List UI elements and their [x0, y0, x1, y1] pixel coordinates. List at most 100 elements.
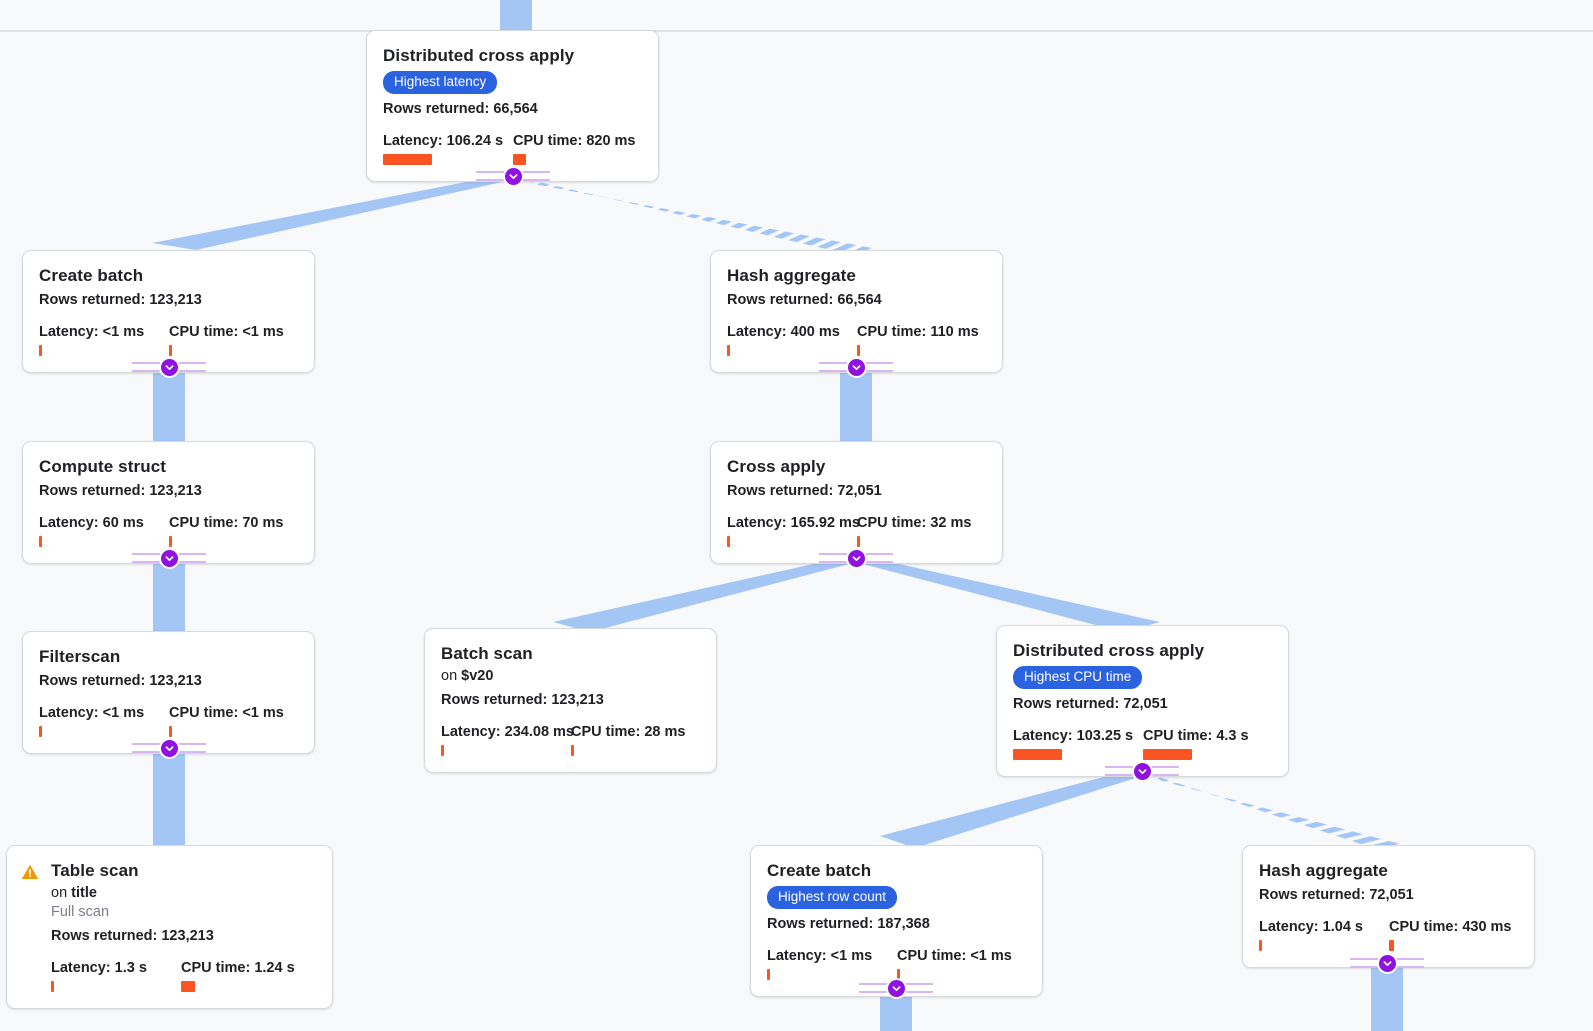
plan-node-title: Distributed cross apply [1013, 641, 1205, 660]
plan-node-title: Batch scan [441, 644, 533, 663]
latency-bar [383, 154, 433, 165]
edge-root-to-n1 [500, 0, 532, 32]
latency-bar [727, 345, 731, 356]
cpu-label: CPU time: <1 ms [897, 948, 1012, 964]
latency-bar [1259, 940, 1263, 951]
edge-n8-to-n10 [880, 771, 1158, 848]
cpu-label: CPU time: 32 ms [857, 515, 972, 531]
collapse-toggle[interactable] [1350, 952, 1424, 974]
cpu-bar [169, 536, 173, 547]
plan-node-rows: Rows returned: 123,213 [51, 928, 214, 944]
latency-label: Latency: 103.25 s [1013, 728, 1134, 744]
plan-node-badge: Highest CPU time [1013, 666, 1143, 689]
latency-metric: Latency: 234.08 ms [441, 723, 574, 756]
collapse-toggle[interactable] [859, 977, 933, 999]
plan-node-rows: Rows returned: 72,051 [1259, 887, 1414, 903]
chevron-down-icon[interactable] [158, 356, 180, 378]
plan-node-rows: Rows returned: 123,213 [441, 692, 604, 708]
chevron-down-icon[interactable] [158, 547, 180, 569]
chevron-down-icon[interactable] [845, 356, 867, 378]
cpu-metric: CPU time: 28 ms [571, 723, 701, 756]
plan-node-title: Create batch [39, 266, 144, 285]
plan-node-metrics: Latency: 103.25 s CPU time: 4.3 s [1013, 727, 1272, 760]
cpu-metric: CPU time: 32 ms [857, 514, 987, 547]
cpu-metric: CPU time: 110 ms [857, 323, 987, 356]
cpu-metric: CPU time: <1 ms [169, 323, 299, 356]
latency-label: Latency: 106.24 s [383, 133, 504, 149]
cpu-label: CPU time: 4.3 s [1143, 728, 1249, 744]
latency-bar [39, 726, 43, 737]
cpu-bar [181, 981, 196, 992]
plan-node-target: on $v20 [441, 668, 494, 684]
chevron-down-icon[interactable] [158, 737, 180, 759]
collapse-toggle[interactable] [1105, 760, 1179, 782]
latency-metric: Latency: 1.04 s [1259, 918, 1389, 951]
collapse-toggle[interactable] [132, 737, 206, 759]
cpu-label: CPU time: <1 ms [169, 705, 284, 721]
plan-node-title: Compute struct [39, 457, 167, 476]
latency-metric: Latency: 400 ms [727, 323, 857, 356]
collapse-toggle[interactable] [476, 165, 550, 187]
plan-node-title: Cross apply [727, 457, 826, 476]
latency-metric: Latency: 60 ms [39, 514, 169, 547]
latency-label: Latency: <1 ms [39, 705, 145, 721]
collapse-toggle[interactable] [132, 356, 206, 378]
latency-metric: Latency: <1 ms [39, 323, 169, 356]
latency-label: Latency: 234.08 ms [441, 724, 574, 740]
chevron-down-icon[interactable] [502, 165, 524, 187]
latency-label: Latency: 60 ms [39, 515, 144, 531]
chevron-down-icon[interactable] [845, 547, 867, 569]
collapse-toggle[interactable] [132, 547, 206, 569]
chevron-down-icon[interactable] [1131, 760, 1153, 782]
cpu-bar [169, 345, 173, 356]
cpu-label: CPU time: <1 ms [169, 324, 284, 340]
plan-node-rows: Rows returned: 123,213 [39, 483, 202, 499]
chevron-down-icon[interactable] [885, 977, 907, 999]
latency-label: Latency: 400 ms [727, 324, 840, 340]
plan-node-rows: Rows returned: 66,564 [727, 292, 882, 308]
cpu-bar [897, 969, 901, 980]
plan-node-metrics: Latency: <1 ms CPU time: <1 ms [39, 704, 298, 737]
plan-node-target-name: title [71, 885, 97, 901]
cpu-metric: CPU time: 1.24 s [181, 959, 311, 992]
chevron-down-icon[interactable] [1376, 952, 1398, 974]
latency-bar [39, 345, 43, 356]
collapse-toggle[interactable] [819, 356, 893, 378]
cpu-label: CPU time: 28 ms [571, 724, 686, 740]
latency-label: Latency: <1 ms [39, 324, 145, 340]
collapse-toggle[interactable] [819, 547, 893, 569]
plan-node-badge: Highest latency [383, 71, 498, 94]
plan-node-target: on title [51, 885, 97, 901]
cpu-label: CPU time: 430 ms [1389, 919, 1512, 935]
latency-metric: Latency: 1.3 s [51, 959, 181, 992]
latency-metric: Latency: 106.24 s [383, 132, 513, 165]
plan-node-scan-note: Full scan [51, 904, 110, 920]
latency-metric: Latency: 103.25 s [1013, 727, 1143, 760]
